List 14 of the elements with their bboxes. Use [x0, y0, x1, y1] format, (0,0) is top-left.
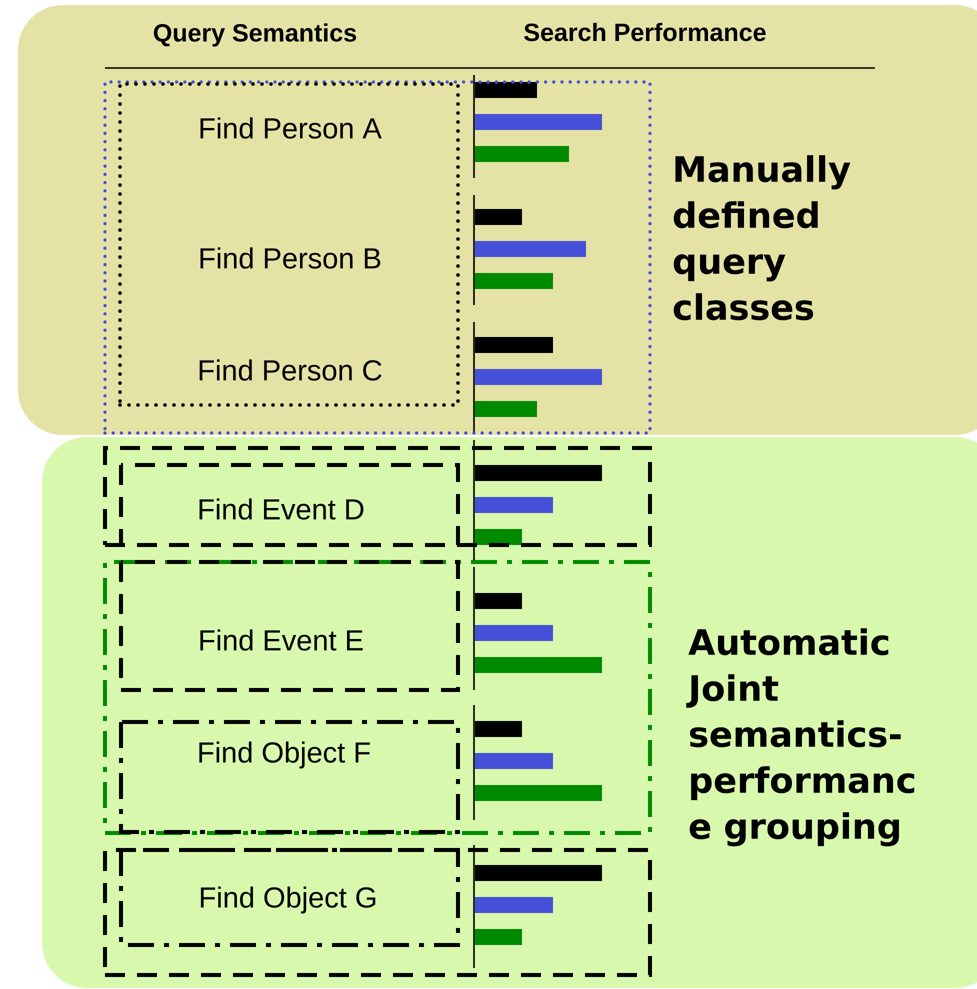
group-box: [103, 446, 652, 547]
query-label: Find Person B: [200, 247, 380, 269]
query-label: Find Person C: [200, 359, 382, 381]
group-box: [103, 848, 652, 977]
group-box: [103, 80, 652, 435]
query-label: Find Person A: [200, 117, 382, 139]
query-box: Find Object F: [119, 720, 460, 834]
column-heading: Search Performance: [524, 22, 766, 42]
query-box: Find Object G: [119, 848, 460, 947]
group-box: [103, 560, 652, 835]
column-heading: Query Semantics: [154, 23, 356, 47]
query-box: Find Event E: [119, 560, 460, 692]
group-box: [118, 82, 460, 407]
query-box: Find Event D: [119, 463, 460, 547]
